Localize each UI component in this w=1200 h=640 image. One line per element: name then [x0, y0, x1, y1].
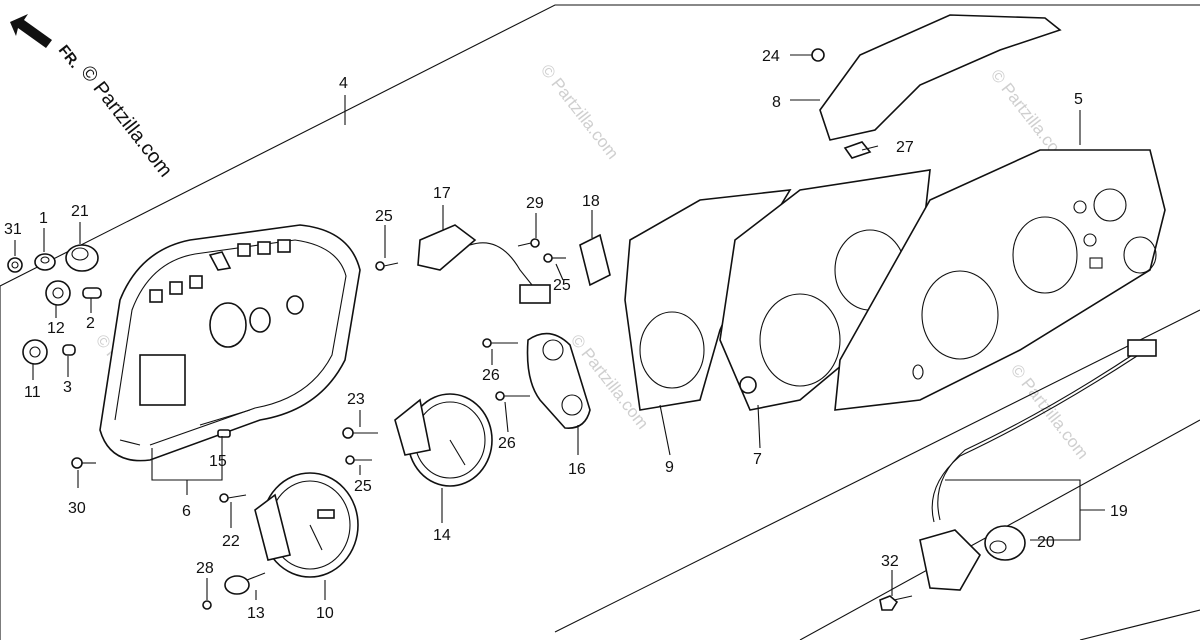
screw-25c [345, 455, 372, 465]
screw-24 [811, 48, 825, 62]
callout-8: 8 [772, 94, 781, 111]
screw-25b [543, 253, 566, 263]
rubber-grommet-1 [34, 253, 56, 271]
callout-12: 12 [47, 320, 65, 337]
callout-23: 23 [347, 391, 365, 408]
callout-13: 13 [247, 605, 265, 622]
bulb-socket-31 [7, 257, 23, 273]
screw-15 [217, 429, 231, 438]
printed-circuit-board-17 [417, 224, 551, 304]
callout-11: 11 [24, 384, 41, 401]
screw-28 [202, 600, 212, 610]
callout-30: 30 [68, 500, 86, 517]
callout-2: 2 [86, 315, 95, 332]
callout-21: 21 [71, 203, 89, 220]
speedometer-10 [254, 472, 359, 578]
cable-19 [919, 339, 1157, 591]
screw-29 [517, 238, 540, 248]
callout-15: 15 [209, 453, 227, 470]
callout-9: 9 [665, 459, 674, 476]
bulb-2 [82, 287, 102, 299]
callout-27: 27 [896, 139, 914, 156]
callout-25-upper: 25 [375, 208, 393, 225]
callout-25-lower: 25 [354, 478, 372, 495]
visor-8 [819, 14, 1062, 141]
callout-10: 10 [316, 605, 334, 622]
front-direction-arrow-icon [10, 14, 52, 48]
direction-label: FR. [55, 42, 83, 72]
bulb-socket-12 [45, 280, 71, 306]
tachometer-14 [394, 393, 493, 487]
copyright-label: © Partzilla.com [76, 62, 176, 182]
collar-27 [843, 141, 872, 159]
callout-17: 17 [433, 185, 451, 202]
callout-14: 14 [433, 527, 451, 544]
screw-30 [71, 457, 96, 469]
bulb-3 [62, 344, 76, 356]
callout-24: 24 [762, 48, 780, 65]
meter-case-lower [99, 224, 361, 462]
callout-16: 16 [568, 461, 586, 478]
callout-3: 3 [63, 379, 72, 396]
callout-5: 5 [1074, 91, 1083, 108]
meter-cover-5 [834, 149, 1166, 411]
cushion-21 [65, 244, 99, 272]
callout-26-lower: 26 [498, 435, 516, 452]
callout-18: 18 [582, 193, 600, 210]
callout-32: 32 [881, 553, 899, 570]
switch-18 [579, 233, 611, 287]
callout-25-mid: 25 [553, 277, 571, 294]
screw-25a [375, 261, 399, 271]
screw-23 [342, 427, 378, 439]
assembly-outline [0, 4, 1200, 287]
screw-26a [482, 338, 518, 348]
screw-26b [495, 391, 530, 401]
bolt-32 [879, 595, 913, 611]
screw-22 [219, 493, 247, 503]
callout-1: 1 [39, 210, 48, 227]
gauge-16 [526, 332, 591, 429]
callout-29: 29 [526, 195, 544, 212]
watermark-1: © Partzilla.com [537, 61, 623, 163]
cushion-20 [984, 525, 1026, 561]
callout-22: 22 [222, 533, 240, 550]
knob-13 [224, 572, 266, 595]
callout-28: 28 [196, 560, 214, 577]
watermark-5: © Partzilla.com [1007, 361, 1093, 463]
callout-20: 20 [1037, 534, 1055, 551]
callout-31: 31 [4, 221, 22, 238]
bulb-socket-11 [22, 339, 48, 365]
callout-4: 4 [339, 75, 348, 92]
callout-19: 19 [1110, 503, 1128, 520]
callout-7: 7 [753, 451, 762, 468]
callout-6: 6 [182, 503, 191, 520]
callout-26-upper: 26 [482, 367, 500, 384]
